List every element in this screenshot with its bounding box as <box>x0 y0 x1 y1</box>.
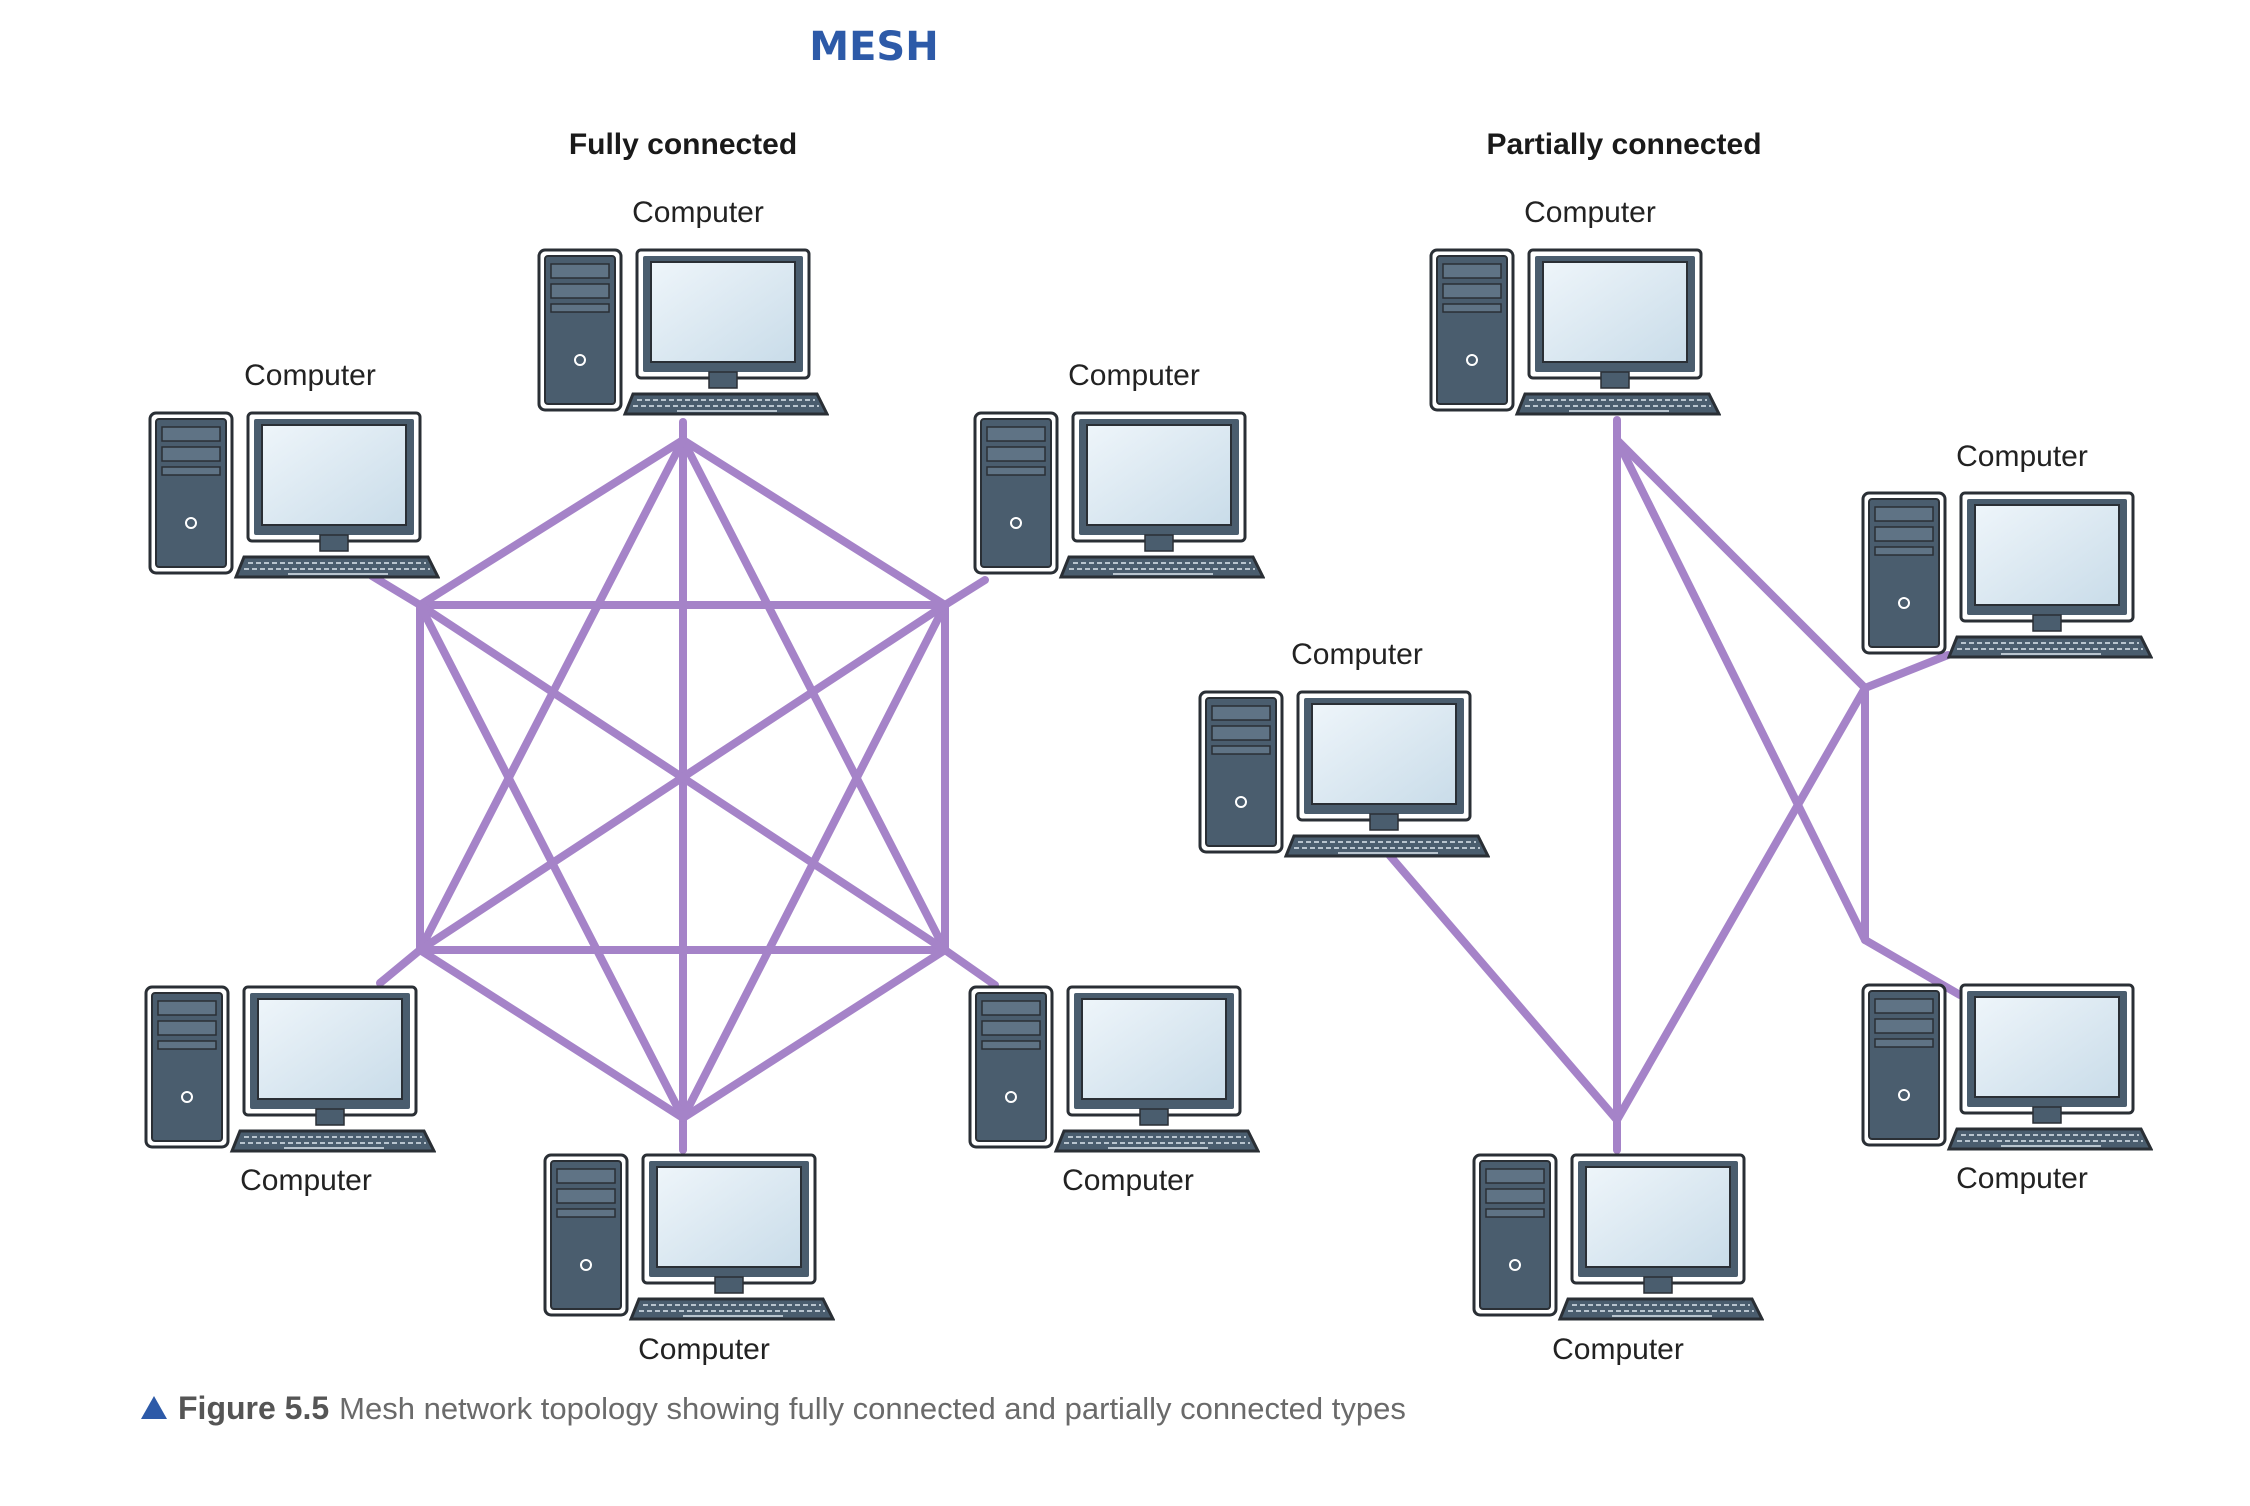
caption-text-line: Figure 5.5 Mesh network topology showing … <box>178 1390 1406 1426</box>
fully-connected-section: Fully connected <box>144 128 1265 1366</box>
link <box>1613 436 1869 944</box>
link <box>416 436 687 609</box>
computer-node: Computer <box>1198 638 1490 858</box>
fully-connected-links <box>368 418 999 1154</box>
computer-node: Computer <box>1861 983 2153 1195</box>
link <box>416 601 687 1122</box>
link <box>368 572 424 609</box>
computer-label: Computer <box>1956 440 2088 473</box>
computer-icon <box>1198 690 1490 858</box>
computer-icon <box>968 985 1260 1153</box>
link <box>679 946 949 1122</box>
link <box>1613 684 1869 1124</box>
link <box>941 576 989 609</box>
computer-icon <box>973 411 1265 579</box>
computer-label: Computer <box>1062 1164 1194 1197</box>
computer-node: Computer <box>1472 1153 1764 1366</box>
computer-label: Computer <box>1291 638 1423 671</box>
computer-label: Computer <box>1524 196 1656 229</box>
computer-node: Computer <box>148 359 440 579</box>
computer-icon <box>144 985 436 1153</box>
computer-label: Computer <box>240 1164 372 1197</box>
link <box>416 946 687 1122</box>
computer-label: Computer <box>638 1333 770 1366</box>
caption-text: Mesh network topology showing fully conn… <box>339 1391 1406 1426</box>
computer-icon <box>148 411 440 579</box>
computer-label: Computer <box>1552 1333 1684 1366</box>
computer-label: Computer <box>1068 359 1200 392</box>
computer-node: Computer <box>1861 440 2153 659</box>
computer-icon <box>543 1153 835 1321</box>
computer-label: Computer <box>1956 1162 2088 1195</box>
link <box>1381 846 1621 1124</box>
caption-label: Figure 5.5 <box>178 1390 329 1426</box>
link <box>376 946 424 987</box>
caption-triangle-icon <box>141 1396 167 1419</box>
computer-node: Computer <box>1429 196 1721 416</box>
computer-icon <box>1861 491 2153 659</box>
link <box>416 601 949 954</box>
computer-icon <box>1861 983 2153 1151</box>
computer-icon <box>537 248 829 416</box>
computer-label: Computer <box>244 359 376 392</box>
link <box>1861 651 1952 692</box>
link <box>679 436 949 609</box>
computer-node: Computer <box>537 196 829 416</box>
computer-node: Computer <box>968 985 1260 1197</box>
link <box>1613 436 1869 692</box>
diagram-title: MESH <box>809 24 938 70</box>
link <box>941 946 999 989</box>
computer-node: Computer <box>144 985 436 1197</box>
fully-connected-heading: Fully connected <box>569 128 797 161</box>
computer-label: Computer <box>632 196 764 229</box>
figure-caption: Figure 5.5 Mesh network topology showing … <box>141 1390 1406 1426</box>
computer-node: Computer <box>543 1153 835 1366</box>
computer-icon <box>1429 248 1721 416</box>
computer-icon <box>1472 1153 1764 1321</box>
partially-connected-section: Partially connected Computer Computer Co… <box>1198 128 2153 1366</box>
computer-node: Computer <box>973 359 1265 579</box>
partially-connected-heading: Partially connected <box>1486 128 1761 161</box>
